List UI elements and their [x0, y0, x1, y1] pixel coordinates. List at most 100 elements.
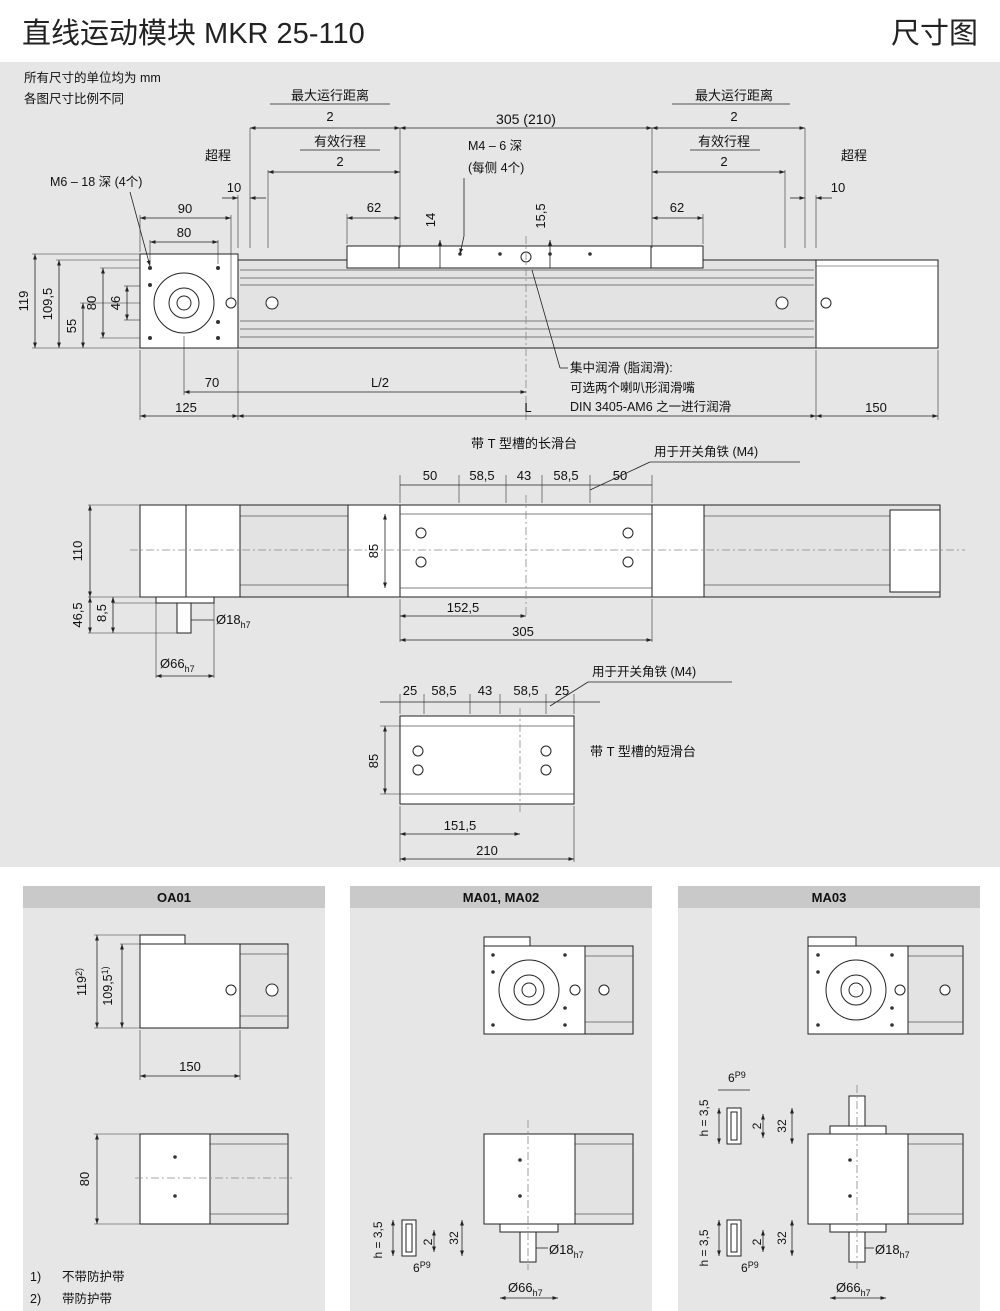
- dim-L: L: [524, 400, 531, 415]
- label-max-travel-left: 最大运行距离: [291, 88, 369, 103]
- long-shaft: [176, 602, 192, 634]
- dim-10-right: 10: [831, 180, 845, 195]
- ma0102-d32: 32: [447, 1231, 461, 1245]
- ma0102-shaft-66: Ø66h7: [508, 1280, 543, 1298]
- ma03-h35a: h = 3,5: [697, 1099, 711, 1136]
- oa01-dim-80: 80: [77, 1172, 92, 1186]
- long-dim-8-5: 8,5: [94, 604, 109, 622]
- ma03-shaft-18-tol: h7: [900, 1250, 910, 1260]
- thread-top-2: (每侧 4个): [468, 160, 524, 175]
- dim-14: 14: [423, 213, 438, 227]
- ma03-d32a: 32: [775, 1119, 789, 1133]
- ma03-shaft-18-value: Ø18: [875, 1242, 900, 1257]
- ma0102-h35: h = 3,5: [371, 1221, 385, 1258]
- lube-note-1: 集中润滑 (脂润滑):: [570, 360, 673, 375]
- dim-62-left: 62: [367, 200, 381, 215]
- long-dim-110: 110: [70, 541, 85, 562]
- ma03-d2a: 2: [750, 1122, 764, 1129]
- short-switch-label: 用于开关角铁 (M4): [592, 665, 696, 679]
- panel-ma03: MA03 6P9 h = 3,5 2 32: [678, 886, 980, 1311]
- long-dim-50a: 50: [423, 468, 437, 483]
- label-eff-stroke-left: 有效行程: [314, 134, 366, 149]
- ma03-d6a-value: 6: [728, 1071, 735, 1085]
- oa01-dim-150: 150: [179, 1059, 201, 1074]
- dim-125: 125: [175, 400, 197, 415]
- dim-L-half: L/2: [371, 375, 389, 390]
- note-2-right-b: 2: [720, 154, 727, 169]
- ma0102-shaft-18-tol: h7: [574, 1250, 584, 1260]
- ma03-d32b: 32: [775, 1231, 789, 1245]
- short-carriage-plate: [399, 715, 575, 805]
- label-max-travel-right: 最大运行距离: [695, 88, 773, 103]
- short-dim-58-5b: 58,5: [513, 683, 538, 698]
- long-shaft-18-tol: h7: [241, 620, 251, 630]
- lube-note-2: 可选两个喇叭形润滑嘴: [570, 380, 696, 395]
- long-shaft-18: Ø18h7: [216, 612, 251, 630]
- top-view: 最大运行距离 2 有效行程 2 305 (210) 最大运行距离 2 有效行程 …: [16, 88, 939, 420]
- long-dim-58-5b: 58,5: [553, 468, 578, 483]
- thread-left: M6 – 18 深 (4个): [50, 175, 142, 189]
- section-title: 尺寸图: [890, 18, 978, 50]
- panel-ma03-title: MA03: [812, 890, 847, 905]
- ma0102-d2: 2: [421, 1238, 435, 1245]
- long-dim-46-5: 46,5: [70, 602, 85, 627]
- oa01-dim-119-note: 2): [74, 968, 84, 976]
- long-shaft-66-value: Ø66: [160, 656, 185, 671]
- thread-top-1: M4 – 6 深: [468, 139, 522, 153]
- long-dim-43: 43: [517, 468, 531, 483]
- footnote-1-num: 1): [30, 1270, 41, 1284]
- ma0102-shaft-18: Ø18h7: [549, 1242, 584, 1260]
- lube-note-3: DIN 3405-AM6 之一进行润滑: [570, 400, 731, 414]
- dim-carriage-length: 305 (210): [496, 111, 556, 127]
- oa01-dim-109-5-value: 109,5: [101, 974, 115, 1005]
- ma0102-shaft-66-tol: h7: [533, 1288, 543, 1298]
- long-dim-58-5a: 58,5: [469, 468, 494, 483]
- note-scale: 各图尺寸比例不同: [24, 91, 124, 106]
- note-2-left-b: 2: [336, 154, 343, 169]
- dim-150: 150: [865, 400, 887, 415]
- ma03-shaft-66-value: Ø66: [836, 1280, 861, 1295]
- short-carriage-title: 带 T 型槽的短滑台: [590, 744, 696, 759]
- long-carriage-title: 带 T 型槽的长滑台: [471, 436, 577, 451]
- ma0102-d6-tol: P9: [420, 1260, 431, 1270]
- note-2-right-a: 2: [730, 109, 737, 124]
- rail-body: [237, 259, 817, 349]
- long-carriage-view: 带 T 型槽的长滑台 用于开关角铁 (M4) 50 58,5 43 58,5: [70, 436, 965, 678]
- dim-80: 80: [177, 225, 191, 240]
- long-switch-label: 用于开关角铁 (M4): [654, 445, 758, 459]
- short-dim-25a: 25: [403, 683, 417, 698]
- dim-62-right: 62: [670, 200, 684, 215]
- oa01-dim-119: 1192): [74, 968, 89, 996]
- long-dim-50b: 50: [613, 468, 627, 483]
- ma03-d6b: 6P9: [741, 1260, 759, 1275]
- long-dim-152-5: 152,5: [447, 600, 480, 615]
- ma03-h35b: h = 3,5: [697, 1229, 711, 1266]
- footnote-2-num: 2): [30, 1292, 41, 1306]
- dim-80-vertical: 80: [84, 296, 99, 310]
- short-dim-85: 85: [366, 754, 381, 768]
- footnote-1-text: 不带防护带: [62, 1269, 125, 1284]
- note-2-left-a: 2: [326, 109, 333, 124]
- long-shaft-18-value: Ø18: [216, 612, 241, 627]
- short-dim-43: 43: [478, 683, 492, 698]
- dim-109-5: 109,5: [40, 288, 55, 321]
- short-carriage-view: 用于开关角铁 (M4) 25 58,5 43 58,5 25 85 带 T 型槽…: [366, 665, 732, 862]
- short-dim-151-5: 151,5: [444, 818, 477, 833]
- short-dim-25b: 25: [555, 683, 569, 698]
- long-shaft-66: Ø66h7: [160, 656, 195, 674]
- ma03-shaft-66: Ø66h7: [836, 1280, 871, 1298]
- short-dim-210: 210: [476, 843, 498, 858]
- panel-ma0102-title: MA01, MA02: [463, 890, 540, 905]
- panel-oa01: OA01 1192) 109,51) 150 80 1) 不带防护带 2) 带防…: [23, 886, 325, 1311]
- dim-10-left: 10: [227, 180, 241, 195]
- ma0102-shaft-18-value: Ø18: [549, 1242, 574, 1257]
- ma03-d2b: 2: [750, 1238, 764, 1245]
- dim-90: 90: [178, 201, 192, 216]
- note-units: 所有尺寸的单位均为 mm: [24, 70, 161, 85]
- ma03-d6b-tol: P9: [748, 1260, 759, 1270]
- ma0102-d6-value: 6: [413, 1261, 420, 1275]
- ma0102-shaft-66-value: Ø66: [508, 1280, 533, 1295]
- dim-46: 46: [108, 296, 123, 310]
- ma03-shaft-18: Ø18h7: [875, 1242, 910, 1260]
